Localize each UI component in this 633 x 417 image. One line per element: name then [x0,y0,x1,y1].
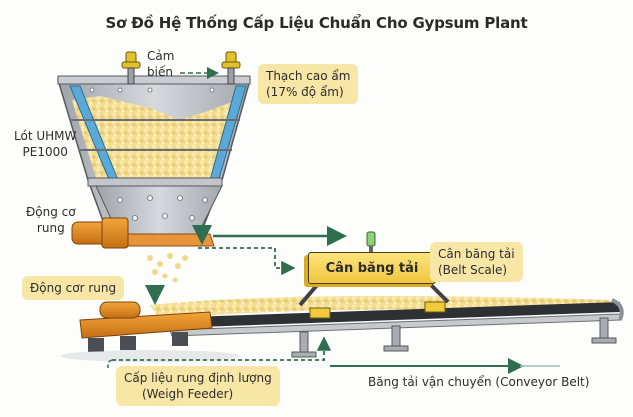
weigh-feeder [60,301,240,362]
liner-label-line1: Lót UHMW [14,129,77,143]
belt-scale-line2: (Belt Scale) [438,263,508,277]
diagram-title: Sơ Đồ Hệ Thống Cấp Liệu Chuẩn Cho Gypsum… [105,14,528,32]
belt-scale-frame [298,282,450,307]
vibration-motor-box: Động cơr rung [22,276,125,300]
weigh-feeder-line1: Cấp liệu rung định lượng [124,371,272,385]
level-sensor-right [221,51,241,85]
sensor-label-line1: Cảm [147,49,175,63]
gypsum-material [72,96,232,180]
flow-arrows [107,225,560,374]
conveyor-belt [150,296,624,358]
vibration-motor-line1: Động cơ [26,205,76,219]
sensor-label: Cảm biến [147,48,174,80]
wet-gypsum-label: Thạch cao ẩm (17% độ ẩm) [258,64,359,104]
level-sensor-left [121,51,141,85]
belt-scale-line1: Cân băng tải [438,247,515,261]
conveyor-label: Băng tải vận chuyển (Conveyor Belt) [368,375,590,389]
falling-material [147,253,188,283]
weigh-feeder-line2: (Weigh Feeder) [142,387,234,401]
hopper [56,75,251,247]
liner-label-line2: PE1000 [22,145,68,159]
belt-scale-sensor [366,231,376,252]
belt-scale-label: Cân băng tải (Belt Scale) [430,242,523,282]
wet-gypsum-line1: Thạch cao ẩm [266,69,351,83]
vibration-motor-line2: rung [36,221,65,235]
liner-label: Lót UHMW PE1000 [14,128,76,160]
sensor-label-line2: biến [147,65,173,79]
vibration-motor-label: Động cơ rung [26,204,76,236]
wet-gypsum-line2: (17% độ ẩm) [266,85,344,99]
vibration-motor-hopper [71,217,129,249]
belt-scale-block: Cân băng tải [308,252,436,284]
weigh-feeder-label: Cấp liệu rung định lượng (Weigh Feeder) [116,366,280,406]
